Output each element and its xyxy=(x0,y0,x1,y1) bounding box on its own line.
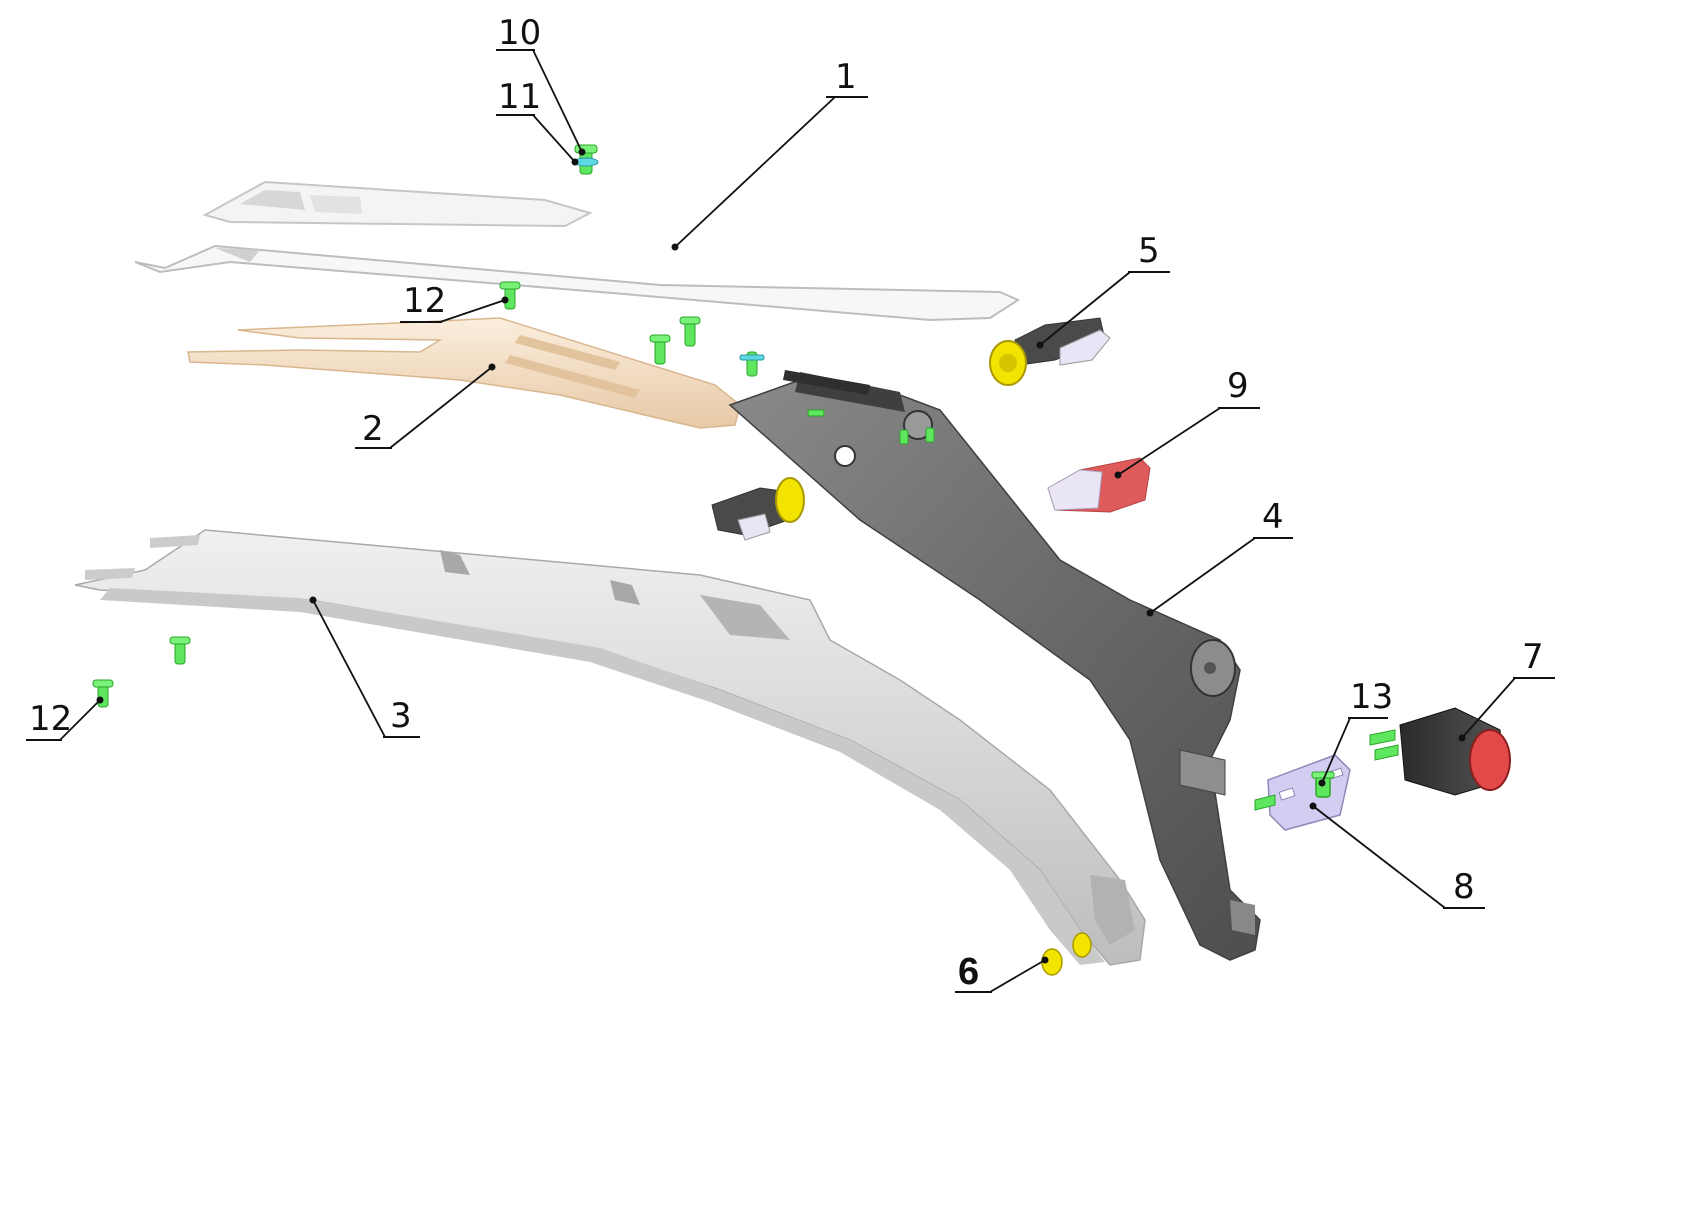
part-4-main-frame xyxy=(728,370,1261,961)
callout-label-2: 2 xyxy=(362,409,384,449)
callout-label-4: 4 xyxy=(1262,497,1284,537)
callout-1: 1 xyxy=(671,57,868,251)
part-6-nuts xyxy=(1041,932,1092,976)
callout-8: 8 xyxy=(1309,802,1485,909)
callout-6: 6 xyxy=(955,951,1049,993)
callout-label-6: 6 xyxy=(958,951,979,993)
callout-9: 9 xyxy=(1114,366,1260,479)
part-13-bolt xyxy=(1311,771,1335,798)
callout-7: 7 xyxy=(1458,637,1555,742)
callout-11: 11 xyxy=(496,77,579,166)
callout-2: 2 xyxy=(355,363,496,449)
callout-5: 5 xyxy=(1036,231,1170,349)
part-5-knob xyxy=(989,317,1111,386)
part-12-clip-top xyxy=(499,281,521,310)
part-1-top-cover xyxy=(134,180,1021,322)
callout-10: 10 xyxy=(496,13,586,156)
callout-label-7: 7 xyxy=(1522,637,1544,677)
callout-label-11: 11 xyxy=(498,77,541,117)
callout-13: 13 xyxy=(1318,677,1393,787)
callout-label-1: 1 xyxy=(835,57,857,97)
callout-label-12-top: 12 xyxy=(403,281,446,321)
callout-3: 3 xyxy=(309,596,420,738)
callout-label-13: 13 xyxy=(1350,677,1393,717)
callout-label-5: 5 xyxy=(1138,231,1160,271)
callout-12-top: 12 xyxy=(400,281,509,323)
knob-lower xyxy=(711,477,805,541)
callout-label-3: 3 xyxy=(390,696,412,736)
callout-label-8: 8 xyxy=(1453,867,1475,907)
callout-label-12-left: 12 xyxy=(29,699,72,739)
callout-4: 4 xyxy=(1146,497,1293,617)
part-9-end-cap xyxy=(1047,457,1151,513)
part-2-trim-cover xyxy=(187,317,741,429)
callout-label-10: 10 xyxy=(498,13,541,53)
callout-label-9: 9 xyxy=(1227,366,1249,406)
part-3-base-frame xyxy=(74,529,1146,966)
part-12-clip-left xyxy=(92,636,191,708)
callout-12-left: 12 xyxy=(26,696,104,741)
part-8-mounting-plate xyxy=(1254,754,1351,831)
part-7-end-plug xyxy=(1369,707,1511,796)
green-fasteners xyxy=(92,144,935,708)
